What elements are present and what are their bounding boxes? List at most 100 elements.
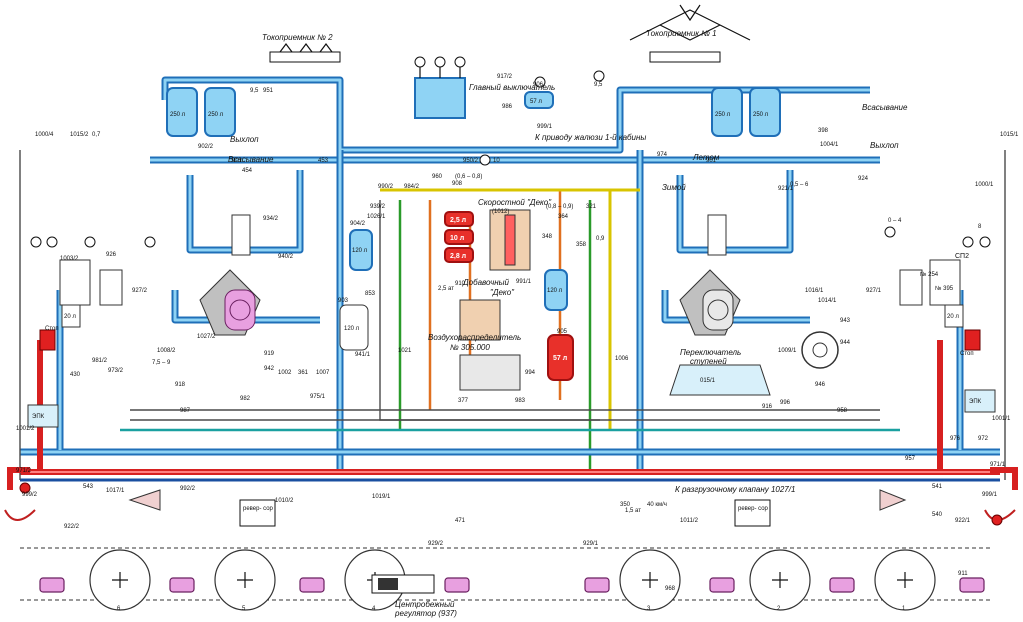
suction-2-label: Всасывание [862, 103, 908, 112]
winter-label: Зимой [662, 183, 686, 192]
num-971-1: 971/1 [990, 462, 1006, 468]
stop-1-label: Стоп [45, 326, 59, 332]
num-901b: 901 [706, 158, 717, 164]
tank-120-mid-label: 120 л [547, 288, 563, 294]
wheel-5-label: 5 [242, 606, 246, 612]
num-957: 957 [905, 456, 916, 462]
num-929-2: 929/2 [428, 541, 444, 547]
tank-250-d-label: 250 л [753, 112, 769, 118]
num-1000-4: 1000/4 [35, 132, 54, 138]
exhaust-1-label: Выхлоп [230, 135, 259, 144]
num-904-2: 904/2 [350, 221, 366, 227]
blinds-drive-label: К приводу жалюзи 1-й кабины [535, 133, 646, 142]
reverser-right [734, 499, 771, 527]
epk-2-label: ЭПК [969, 399, 982, 405]
tank-250-a-label: 250 л [170, 112, 186, 118]
num-543: 543 [83, 484, 94, 490]
num-975-1: 975/1 [310, 394, 326, 400]
num-0-4: 0 – 4 [888, 218, 902, 224]
num-976: 976 [950, 436, 961, 442]
num-1014-1: 1014/1 [818, 298, 837, 304]
tank-250-c [711, 87, 743, 137]
num-0-9: 0,9 [596, 236, 605, 242]
tank-10-label: 10 л [450, 235, 464, 242]
num-911: 911 [958, 571, 968, 577]
wheel-2-label: 2 [777, 606, 781, 612]
unload-valve-label: К разгрузочному клапану 1027/1 [675, 485, 795, 494]
num-946: 946 [815, 382, 826, 388]
num-10: 10 [493, 158, 500, 164]
motor-946 [801, 331, 839, 369]
step-switch-label-1: Переключатель [680, 348, 741, 357]
num-926: 926 [106, 252, 117, 258]
num-943: 943 [840, 318, 851, 324]
tanks-250: 250 л 250 л 250 л 250 л [166, 87, 781, 137]
num-916: 916 [762, 404, 773, 410]
tank-250-b [204, 87, 236, 137]
num-934-2: 934/2 [263, 216, 279, 222]
num-971-2: 971/2 [16, 468, 32, 474]
num-1010-2: 1010/2 [275, 498, 294, 504]
num-991-1: 991/1 [516, 279, 532, 285]
tank-57-top [524, 91, 554, 109]
wheel-4-label: 4 [372, 606, 376, 612]
num-927-2: 927/2 [132, 288, 148, 294]
captions: Выхлоп Всасывание Всасывание Выхлоп К пр… [228, 103, 908, 508]
tank-250-a [166, 87, 198, 137]
num-1015-2: 1015/2 [70, 132, 89, 138]
gauges [30, 70, 991, 248]
num-398: 398 [818, 128, 829, 134]
main-switch: Главный выключатель [414, 56, 555, 119]
centrifugal-regulator: Центробежный регулятор (937) [371, 574, 457, 618]
num-350: 350 [620, 502, 631, 508]
num-540: 540 [932, 512, 943, 518]
reverser-left [239, 499, 276, 527]
num-430: 430 [70, 372, 81, 378]
num-983: 983 [515, 398, 526, 404]
num-1008-2: 1008/2 [157, 348, 176, 354]
num-999-1-right: 999/1 [982, 492, 998, 498]
num-974: 974 [657, 152, 668, 158]
num-939-2: 939/2 [370, 204, 386, 210]
num-8: 8 [978, 224, 982, 230]
num-919: 919 [264, 351, 275, 357]
num-940-2: 940/2 [278, 254, 294, 260]
num-015-1: 015/1 [700, 378, 716, 384]
horn-right [879, 489, 907, 511]
num-982: 982 [240, 396, 251, 402]
num-950-2: 950/2 [463, 158, 479, 164]
num-927-1: 927/1 [866, 288, 882, 294]
compressor-right [679, 214, 741, 336]
num-994: 994 [525, 370, 536, 376]
suction-1-label: Всасывание [228, 155, 274, 164]
centrifugal-label-2: регулятор (937) [394, 609, 457, 618]
num-0-5: 0,5 – 6 [790, 182, 809, 188]
main-switch-label: Главный выключатель [469, 83, 555, 92]
tank-20-b-label: 20 л [947, 314, 959, 320]
num-981-2: 981/2 [92, 358, 108, 364]
num-853: 853 [365, 291, 376, 297]
num-921-1: 921/1 [778, 186, 794, 192]
num-942: 942 [264, 366, 275, 372]
air-distributor-no-label: № 305.000 [450, 343, 490, 352]
num-1015-1: 1015/1 [1000, 132, 1019, 138]
num-973-2: 973/2 [108, 368, 124, 374]
num-951: 951 [263, 88, 274, 94]
reverser-left-label: ревер- сор [243, 506, 274, 512]
num-960: 960 [432, 174, 443, 180]
num-999-2: 999/2 [22, 492, 38, 498]
num-968: 968 [665, 586, 676, 592]
pressure-1-label: 1,5 ат [625, 508, 641, 514]
tank-120-white [339, 304, 369, 351]
pantograph-1-label: Токоприемник № 1 [646, 29, 717, 38]
additional-deko-label: Добавочный [462, 278, 510, 287]
pantograph-2: Токоприемник № 2 [262, 33, 341, 63]
cab-left: ЭПК Стоп 20 л [27, 259, 123, 428]
wheel-1-label: 1 [902, 606, 906, 612]
wheel-6-label: 6 [117, 606, 121, 612]
tank-250-d [749, 87, 781, 137]
num-986: 986 [502, 104, 513, 110]
num-1006: 1006 [615, 356, 629, 362]
num-929-1: 929/1 [583, 541, 599, 547]
